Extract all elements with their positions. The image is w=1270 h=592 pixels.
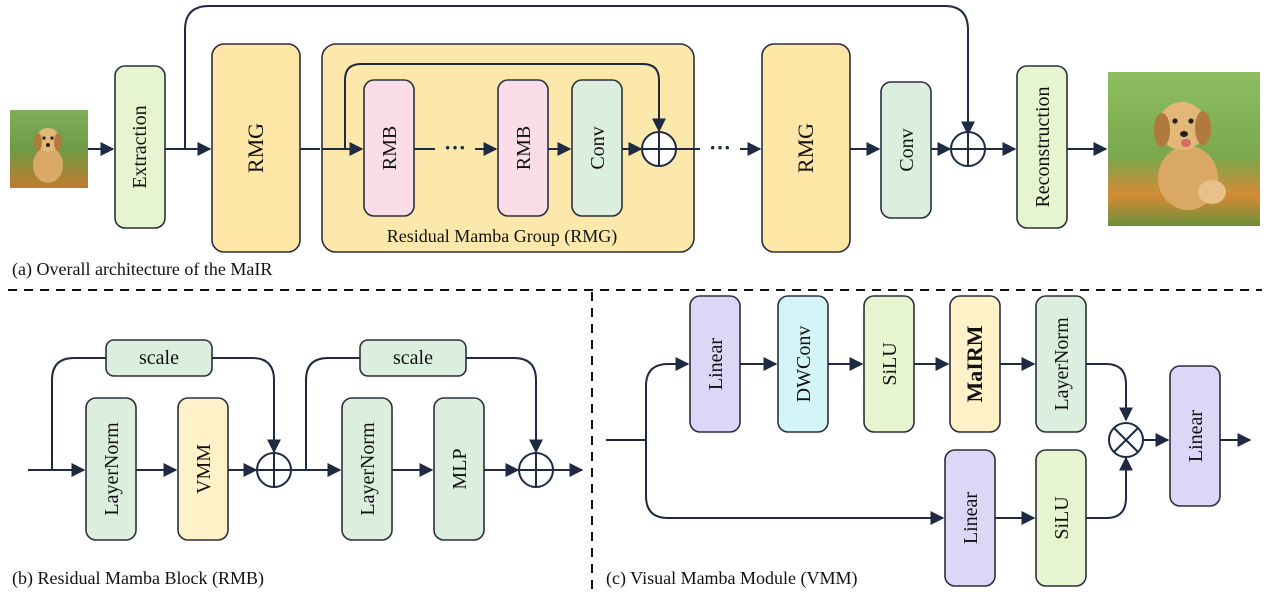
extraction-block [114,65,166,229]
conv-outer-label: Conv [896,128,918,171]
rmb-2-label: RMB [513,126,535,170]
arrow-c-top-branch [645,357,690,440]
layernorm-c-label: LayerNorm [1051,317,1073,411]
add-node-b2 [518,452,554,488]
ellipsis-dots-2: ··· [709,135,731,160]
vmm-label: VMM [193,444,215,494]
arrow-layernorm-mult [1086,363,1133,422]
silu-bottom-label: SiLU [1051,496,1073,540]
add-node-b1 [256,452,292,488]
scale-1-label: scale [139,347,179,369]
mlp-label: MLP [449,448,471,489]
extraction-label: Extraction [129,105,151,188]
group-skip-connection [344,63,666,149]
add-node-global [950,131,986,167]
linear-block-out [1169,365,1221,507]
skip-b-1-right [212,357,281,454]
skip-b-2-right [466,357,543,454]
reconstruction-block [1016,65,1068,229]
group-label: Residual Mamba Group (RMG) [387,226,617,247]
caption-a: (a) Overall architecture of the MaIR [12,259,272,280]
rmg-1-label: RMG [243,123,268,173]
linear-bottom-label: Linear [960,492,982,545]
add-node-group [641,131,677,167]
scale-2-label: scale [393,347,433,369]
layernorm-b2-label: LayerNorm [357,422,379,516]
dwconv-label: DWConv [793,326,815,403]
arrow-c-bottom-branch [645,440,945,525]
caption-c: (c) Visual Mamba Module (VMM) [606,568,858,589]
rmb-1-label: RMB [379,126,401,170]
linear-out-label: Linear [1185,410,1207,463]
linear-top-label: Linear [705,338,727,391]
ellipsis-dots: ··· [444,135,466,160]
multiply-node [1108,422,1144,458]
conv-inner-label: Conv [587,126,609,169]
arrow-silu-mult [1086,456,1133,519]
rmg-2-label: RMG [793,123,818,173]
input-image [10,110,88,188]
skip-b-1-left [51,357,106,470]
output-image [1108,72,1260,226]
mairm-label: MaIRM [962,325,987,402]
skip-b-2-left [305,357,360,470]
reconstruction-label: Reconstruction [1032,86,1054,207]
caption-b: (b) Residual Mamba Block (RMB) [12,568,264,589]
global-skip-connection [184,5,975,149]
silu-top-label: SiLU [879,342,901,386]
layernorm-b1-label: LayerNorm [101,422,123,516]
